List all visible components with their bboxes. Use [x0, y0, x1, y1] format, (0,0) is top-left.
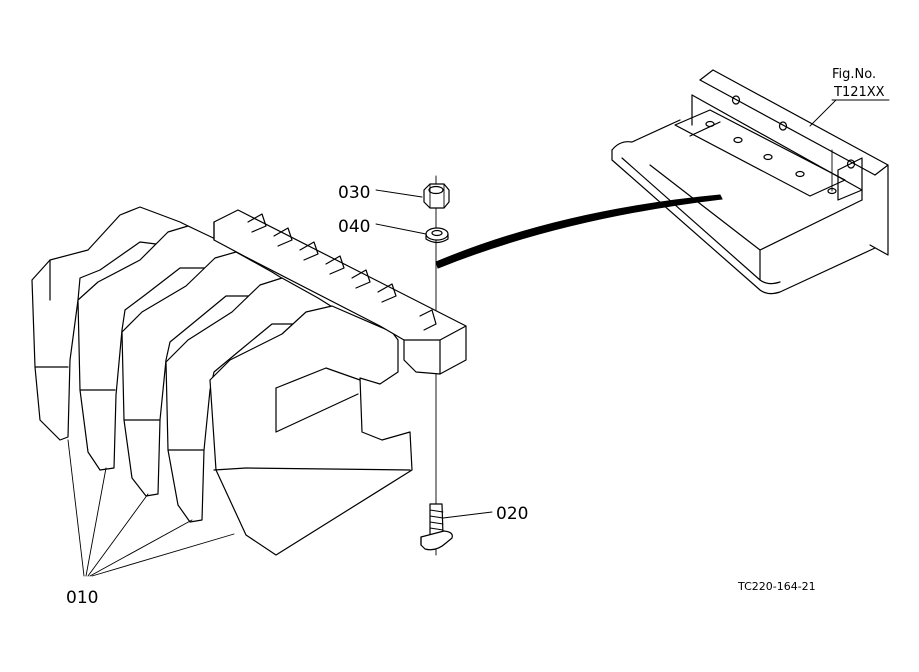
- fig-no-label: Fig.No.: [832, 67, 876, 82]
- weight-hanger-bar: [213, 209, 467, 375]
- nut-030: [423, 183, 450, 209]
- fig-no-value: T121XX: [833, 85, 885, 100]
- washer-040: [425, 227, 449, 244]
- front-bracket: [611, 69, 889, 295]
- assembly-reference-leader: [435, 194, 723, 269]
- callout-020: 020: [496, 504, 528, 524]
- drawing-code: TC220-164-21: [737, 580, 816, 593]
- weight-5: [209, 305, 413, 556]
- bolt-020: [420, 503, 453, 551]
- leader-lines: [67, 99, 837, 577]
- front-weight-stack: [31, 206, 467, 556]
- callout-040: 040: [338, 217, 370, 237]
- callout-010: 010: [66, 588, 98, 608]
- callout-030: 030: [338, 183, 370, 203]
